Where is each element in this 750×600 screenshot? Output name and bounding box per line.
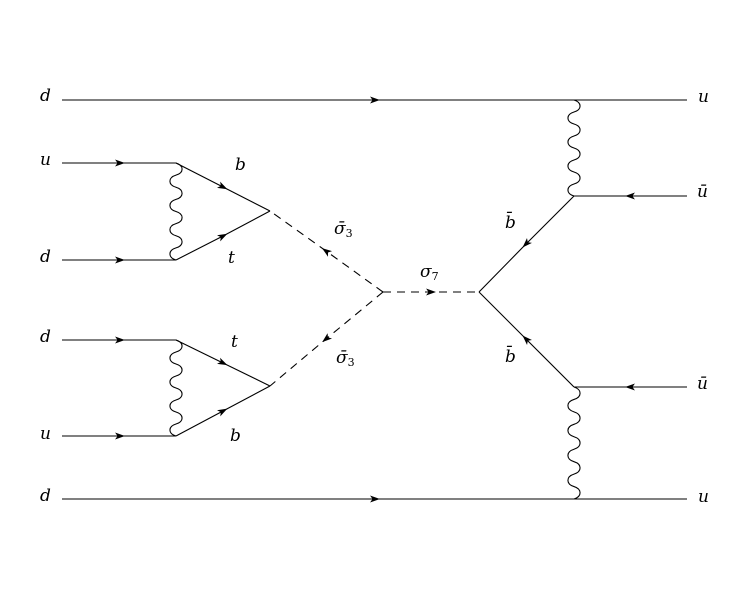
label-ubar-lower: ū (697, 374, 708, 394)
bbar-lower-line (478, 291, 575, 388)
label-bbar-upper: b̄ (505, 213, 516, 233)
sigma3-upper-dashed-line (269, 210, 384, 293)
label-d-top-in: d (40, 86, 51, 106)
label-ubar-upper: ū (697, 182, 708, 202)
label-u-top-out: u (698, 87, 709, 107)
lower-right-wavy-line (567, 386, 581, 500)
label-u-lower-in: u (40, 424, 51, 444)
label-t-lower: t (231, 332, 238, 352)
lower-b-line (175, 385, 271, 437)
sigma3-lower-dashed-line (269, 291, 384, 387)
upper-left-wavy-line (169, 162, 183, 261)
lower-left-wavy-line (169, 339, 183, 437)
label-u-upper-in: u (40, 150, 51, 170)
label-u-bottom-out: u (698, 487, 709, 507)
lower-t-line (175, 339, 271, 387)
upper-b-line (175, 162, 271, 212)
upper-t-line (175, 210, 271, 261)
label-d-lower-in: d (40, 327, 51, 347)
label-b-lower: b (230, 426, 241, 446)
label-d-upper-in: d (40, 247, 51, 267)
label-b-upper: b (235, 155, 246, 175)
label-sigma7: σ7 (420, 262, 439, 283)
label-bbar-lower: b̄ (505, 347, 516, 367)
upper-right-wavy-line (567, 99, 581, 197)
bbar-upper-line (478, 195, 575, 293)
label-sigma3-upper: σ̄3 (334, 219, 353, 240)
label-sigma3-lower: σ̄3 (336, 348, 355, 369)
label-t-upper: t (228, 248, 235, 268)
label-d-bottom-in: d (40, 486, 51, 506)
